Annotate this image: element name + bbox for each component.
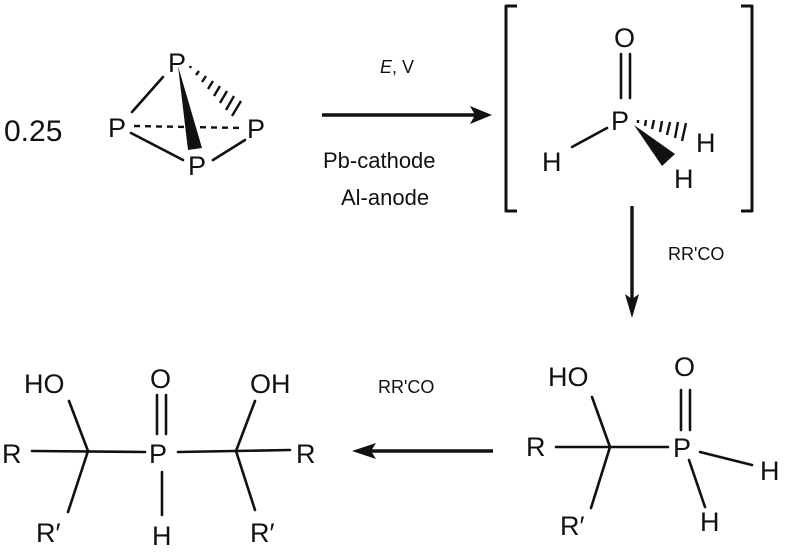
atom-o: O	[614, 23, 635, 53]
bond-top-left	[130, 75, 165, 114]
left-bracket	[504, 4, 517, 213]
atom-ho: HO	[548, 362, 589, 392]
reaction-arrow-step3: RR'CO	[352, 377, 493, 459]
atom-h-right: H	[696, 128, 716, 158]
reagent-ketone: RR'CO	[378, 377, 434, 397]
atom-ho-left: HO	[24, 369, 65, 399]
bond-p-c-r-right	[176, 448, 292, 454]
bond-bottom-right	[211, 138, 247, 162]
atom-r-prime-right: R′	[250, 518, 275, 548]
atom-o: O	[150, 364, 171, 394]
arrowhead-left-icon	[352, 443, 376, 459]
bond-c-oh-left	[67, 399, 90, 453]
reaction-arrow-step1: E, V Pb-cathode Al-anode	[322, 57, 492, 210]
arrowhead-right-icon	[470, 106, 492, 124]
atom-p-bottom: P	[188, 151, 206, 181]
svg-text:E, V: E, V	[380, 57, 414, 77]
bond-c-oh	[590, 395, 612, 449]
atom-r-left: R	[2, 439, 22, 469]
atom-p-top: P	[168, 48, 186, 78]
bond-p-h-right	[698, 450, 754, 467]
atom-p: P	[673, 433, 691, 463]
atom-r-prime-left: R′	[36, 518, 61, 548]
p4-molecule: 0.25 P P P P	[4, 48, 265, 181]
bond-left-bottom	[129, 131, 185, 162]
atom-h-left: H	[542, 147, 562, 177]
bond-c-r-prime	[589, 445, 612, 510]
bond-p-h-bottom	[687, 458, 707, 509]
atom-p-left: P	[108, 113, 126, 143]
bond-c-r-prime-right	[234, 449, 257, 512]
stoichiometric-coefficient: 0.25	[4, 115, 62, 148]
bond-c-oh-right	[234, 399, 257, 453]
arrowhead-down-icon	[625, 294, 639, 318]
atom-p: P	[149, 439, 167, 469]
atom-h: H	[152, 521, 172, 551]
bond-c-r-prime-left	[66, 449, 90, 514]
atom-h-right: H	[760, 456, 780, 486]
reaction-arrow-step2: RR'CO	[625, 206, 724, 318]
condition-potential-unit: , V	[392, 57, 414, 77]
hashed-bond-top-right	[188, 65, 243, 117]
hashed-bond-p-h-right	[636, 119, 688, 142]
bond-p-h-left	[570, 126, 609, 149]
bond-left-right-dashed	[133, 124, 244, 130]
condition-potential-symbol: E	[380, 57, 393, 77]
atom-r-prime: R′	[560, 511, 585, 541]
right-bracket	[741, 4, 754, 213]
wedge-bond-top-bottom	[178, 66, 202, 150]
condition-anode: Al-anode	[341, 185, 429, 210]
h3po-intermediate: O P H H H	[504, 4, 754, 213]
reagent-ketone: RR'CO	[668, 244, 724, 264]
mono-product: HO R R′ O P H H	[526, 352, 780, 541]
condition-cathode: Pb-cathode	[323, 148, 436, 173]
atom-p: P	[611, 106, 629, 136]
bis-product: HO R R′ O P H OH R R′	[2, 364, 316, 551]
atom-oh-right: OH	[250, 369, 291, 399]
atom-r-right: R	[296, 439, 316, 469]
wedge-bond-p-h-bottom	[634, 125, 675, 166]
atom-p-right: P	[247, 114, 265, 144]
atom-o: O	[674, 352, 695, 382]
atom-h-bottom: H	[674, 164, 694, 194]
atom-h-bottom: H	[700, 507, 720, 537]
atom-r: R	[526, 432, 546, 462]
